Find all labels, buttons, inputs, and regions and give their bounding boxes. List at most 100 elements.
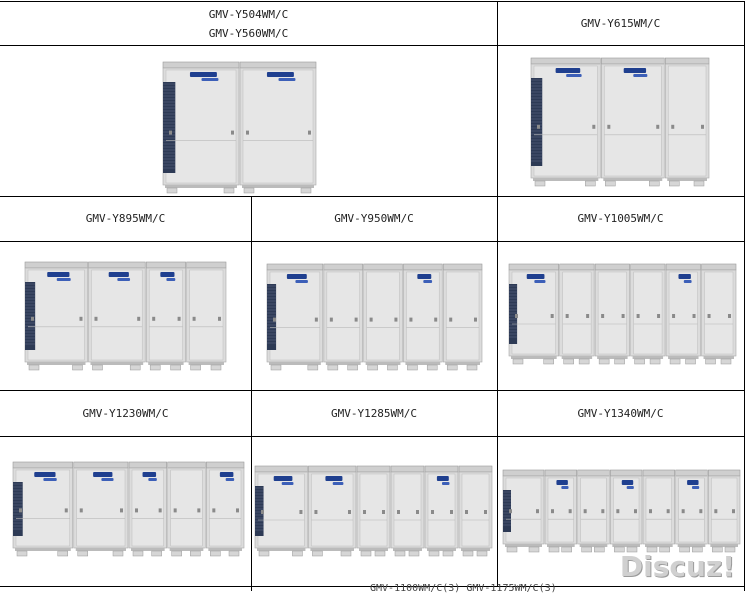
unit-module — [630, 263, 666, 365]
unit-image-y1285 — [254, 465, 493, 557]
gree-logo-icon — [526, 274, 546, 283]
coil-grille — [503, 490, 511, 532]
model-label: GMV-Y1285WM/C — [251, 404, 497, 423]
partial-row-label: GMV-1100WM/C(3) GMV-1175WM/C(3) — [370, 583, 557, 594]
model-name: GMV-Y950WM/C — [334, 212, 414, 225]
unit-module — [594, 263, 630, 365]
unit-module — [128, 461, 167, 557]
gree-logo-icon — [160, 272, 176, 281]
unit-module — [508, 263, 559, 365]
gree-logo-icon — [266, 72, 296, 81]
unit-image-y615 — [530, 57, 710, 187]
unit-module — [167, 461, 206, 557]
coil-grille — [509, 284, 518, 344]
unit-module — [356, 465, 391, 557]
model-label: GMV-Y504WM/C GMV-Y560WM/C — [0, 5, 497, 43]
unit-image-y1230 — [12, 461, 245, 557]
unit-module — [610, 469, 643, 553]
model-name: GMV-Y1285WM/C — [330, 407, 418, 420]
unit-module — [266, 263, 324, 371]
unit-image-y1005 — [508, 263, 737, 365]
model-name: GMV-Y615WM/C — [580, 17, 661, 30]
coil-grille — [163, 82, 176, 173]
table-border-right — [744, 1, 745, 591]
model-name: GMV-Y1230WM/C — [82, 407, 169, 420]
unit-module — [544, 469, 577, 553]
unit-module — [708, 469, 741, 553]
unit-module — [530, 57, 601, 187]
gree-logo-icon — [189, 72, 219, 81]
coil-grille — [255, 486, 264, 536]
gree-logo-icon — [621, 480, 634, 489]
model-label: GMV-Y1005WM/C — [497, 209, 744, 228]
gree-logo-icon — [678, 274, 692, 283]
gree-logo-icon — [417, 274, 433, 283]
coil-grille — [267, 284, 277, 350]
unit-module — [145, 261, 186, 371]
gree-logo-icon — [555, 68, 582, 77]
unit-image-y504-y560 — [162, 61, 317, 194]
unit-image-y950 — [266, 263, 483, 371]
unit-module — [559, 263, 595, 365]
unit-module — [254, 465, 308, 557]
unit-module — [390, 465, 425, 557]
unit-module — [88, 261, 146, 371]
gree-logo-icon — [436, 476, 450, 485]
table-row-divider — [0, 436, 745, 437]
unit-module — [642, 469, 675, 553]
unit-module — [403, 263, 443, 371]
unit-module — [308, 465, 357, 557]
unit-module — [239, 61, 317, 194]
table-col-divider — [251, 196, 252, 591]
table-row-divider — [0, 196, 745, 197]
unit-module — [206, 461, 245, 557]
model-name: GMV-Y504WM/C — [208, 8, 289, 21]
gree-logo-icon — [623, 68, 648, 77]
unit-module — [424, 465, 459, 557]
model-name: GMV-Y1005WM/C — [577, 212, 664, 225]
table-row-divider — [0, 241, 745, 242]
model-label: GMV-Y1340WM/C — [497, 404, 744, 423]
unit-module — [12, 461, 74, 557]
model-label: GMV-Y895WM/C — [0, 209, 251, 228]
unit-module — [502, 469, 545, 553]
unit-module — [675, 469, 708, 553]
table-row-divider — [0, 390, 745, 391]
model-name: GMV-Y560WM/C — [208, 27, 289, 40]
gree-logo-icon — [273, 476, 294, 485]
gree-logo-icon — [556, 480, 569, 489]
unit-module — [363, 263, 403, 371]
unit-module — [442, 263, 483, 371]
model-name: GMV-Y895WM/C — [85, 212, 166, 225]
table-col-divider — [497, 1, 498, 197]
model-label: GMV-Y615WM/C — [497, 14, 744, 33]
unit-module — [701, 263, 737, 365]
unit-module — [458, 465, 493, 557]
unit-module — [577, 469, 610, 553]
table-row-divider — [0, 45, 745, 46]
gree-logo-icon — [286, 274, 308, 283]
unit-module — [323, 263, 363, 371]
unit-module — [24, 261, 88, 371]
unit-module — [186, 261, 227, 371]
unit-module — [664, 57, 710, 187]
gree-logo-icon — [93, 472, 114, 481]
unit-image-y895 — [24, 261, 227, 371]
unit-module — [162, 61, 240, 194]
table-col-divider — [497, 196, 498, 586]
coil-grille — [25, 282, 36, 350]
gree-logo-icon — [34, 472, 57, 481]
table-row-divider — [0, 586, 745, 587]
unit-image-y1340 — [502, 469, 741, 553]
model-name: GMV-Y1340WM/C — [577, 407, 664, 420]
unit-module — [665, 263, 701, 365]
gree-logo-icon — [47, 272, 71, 281]
gree-logo-icon — [219, 472, 235, 481]
gree-logo-icon — [325, 476, 344, 485]
model-label: GMV-Y1230WM/C — [0, 404, 251, 423]
table-border-top — [0, 1, 745, 2]
discuz-watermark: Discuz! — [619, 550, 735, 583]
gree-logo-icon — [108, 272, 131, 281]
coil-grille — [13, 482, 23, 536]
unit-module — [73, 461, 129, 557]
